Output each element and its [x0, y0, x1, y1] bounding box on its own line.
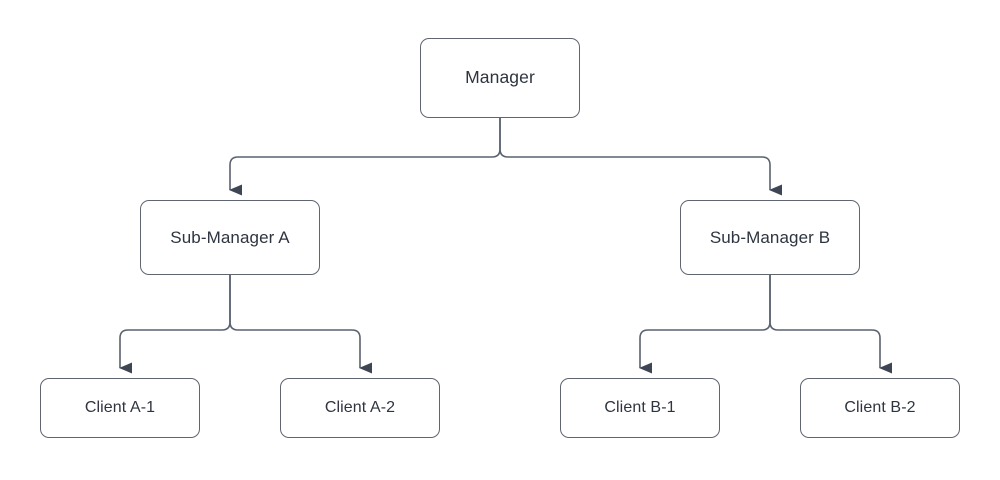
edge-sub-b-to-client-b-1	[639, 275, 771, 374]
node-client-b-2[interactable]: Client B-2	[800, 378, 960, 438]
node-sub-manager-a[interactable]: Sub-Manager A	[140, 200, 320, 275]
edge-sub-b-to-client-b-2	[769, 275, 892, 374]
node-manager-label: Manager	[465, 67, 535, 88]
node-client-a-2-label: Client A-2	[324, 399, 396, 416]
node-client-b-1-label: Client B-1	[604, 399, 676, 416]
node-manager[interactable]: Manager	[420, 38, 580, 118]
edge-manager-to-sub-b	[499, 118, 782, 196]
node-client-a-1-label: Client A-1	[84, 399, 156, 416]
node-client-b-2-label: Client B-2	[844, 399, 916, 416]
node-sub-manager-b[interactable]: Sub-Manager B	[680, 200, 860, 275]
node-sub-manager-b-label: Sub-Manager B	[709, 228, 831, 247]
edge-manager-to-sub-a	[229, 118, 501, 196]
edge-sub-a-to-client-a-1	[119, 275, 231, 374]
node-client-a-1[interactable]: Client A-1	[40, 378, 200, 438]
edge-sub-a-to-client-a-2	[229, 275, 372, 374]
node-client-b-1[interactable]: Client B-1	[560, 378, 720, 438]
node-sub-manager-a-label: Sub-Manager A	[170, 228, 290, 247]
node-client-a-2[interactable]: Client A-2	[280, 378, 440, 438]
